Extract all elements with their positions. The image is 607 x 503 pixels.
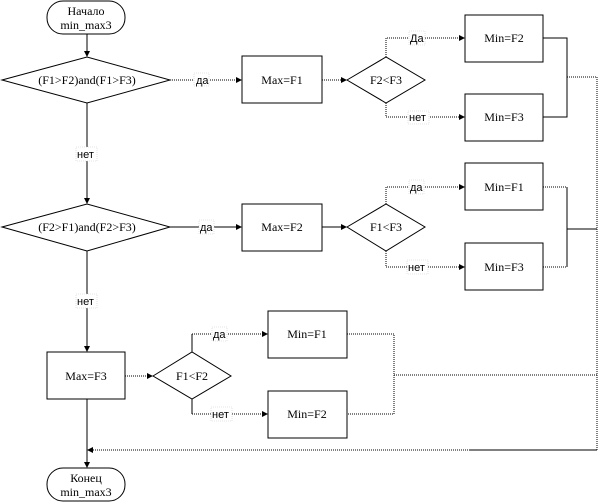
decision-cond1: (F1>F2)and(F1>F3) xyxy=(0,56,172,104)
end-terminator: Конец min_max3 xyxy=(46,467,126,502)
label-c12-yes: да xyxy=(213,329,226,341)
label-c23-no: нет xyxy=(409,112,426,124)
start-line1: Начало xyxy=(68,4,105,18)
process-min-f3-row1: Min=F3 xyxy=(464,93,544,142)
f1-lt-f3-label: F1<F3 xyxy=(370,220,402,234)
process-min-f1-row2: Min=F1 xyxy=(464,162,544,211)
max-f1-label: Max=F1 xyxy=(261,73,302,87)
edge-c23-no xyxy=(385,103,465,120)
f2-lt-f3-label: F2<F3 xyxy=(370,73,402,87)
label-c13-no: нет xyxy=(408,262,425,274)
label-cond1-yes: да xyxy=(196,75,209,87)
edge-labels: да Да нет нет да да нет нет да нет xyxy=(75,30,430,422)
label-cond2-yes: да xyxy=(200,222,213,234)
f1-lt-f2-label: F1<F2 xyxy=(176,369,208,383)
end-line2: min_max3 xyxy=(60,485,111,499)
label-c12-no: нет xyxy=(212,409,229,421)
merge-row3 xyxy=(347,333,395,415)
process-min-f2-row3: Min=F2 xyxy=(267,390,348,439)
edge-c13-yes xyxy=(385,184,465,204)
label-cond2-no: нет xyxy=(77,296,94,308)
min-f2-row1-label: Min=F2 xyxy=(484,31,523,45)
edge-c23-yes xyxy=(385,35,465,57)
min-f1-row3-label: Min=F1 xyxy=(287,327,326,341)
label-cond1-no: нет xyxy=(77,149,94,161)
decision-f1-lt-f2: F1<F2 xyxy=(152,351,232,400)
decision-cond2: (F2>F1)and(F2>F3) xyxy=(0,203,172,252)
edge-row1-to-right xyxy=(567,76,598,450)
max-f2-label: Max=F2 xyxy=(261,220,302,234)
decision-f1-lt-f3: F1<F3 xyxy=(346,203,426,252)
cond2-label: (F2>F1)and(F2>F3) xyxy=(38,220,136,234)
min-f3-row1-label: Min=F3 xyxy=(484,110,523,124)
min-f1-row2-label: Min=F1 xyxy=(484,180,523,194)
min-f2-row3-label: Min=F2 xyxy=(287,407,326,421)
process-max-f2: Max=F2 xyxy=(241,203,323,252)
process-max-f3: Max=F3 xyxy=(46,351,126,400)
end-line1: Конец xyxy=(70,471,102,485)
process-min-f3-row2: Min=F3 xyxy=(464,242,544,291)
process-min-f1-row3: Min=F1 xyxy=(267,310,348,359)
cond1-label: (F1>F2)and(F1>F3) xyxy=(38,73,136,87)
edge-c13-no xyxy=(385,251,465,270)
start-terminator: Начало min_max3 xyxy=(46,0,126,35)
process-min-f2-row1: Min=F2 xyxy=(464,14,544,63)
process-max-f1: Max=F1 xyxy=(241,55,323,104)
merge-row1 xyxy=(543,37,568,118)
label-c23-yes: Да xyxy=(410,33,424,45)
connectors xyxy=(84,34,598,468)
min-f3-row2-label: Min=F3 xyxy=(484,260,523,274)
decision-f2-lt-f3: F2<F3 xyxy=(346,56,426,104)
label-c13-yes: да xyxy=(410,182,423,194)
start-line2: min_max3 xyxy=(60,18,111,32)
max-f3-label: Max=F3 xyxy=(65,369,106,383)
